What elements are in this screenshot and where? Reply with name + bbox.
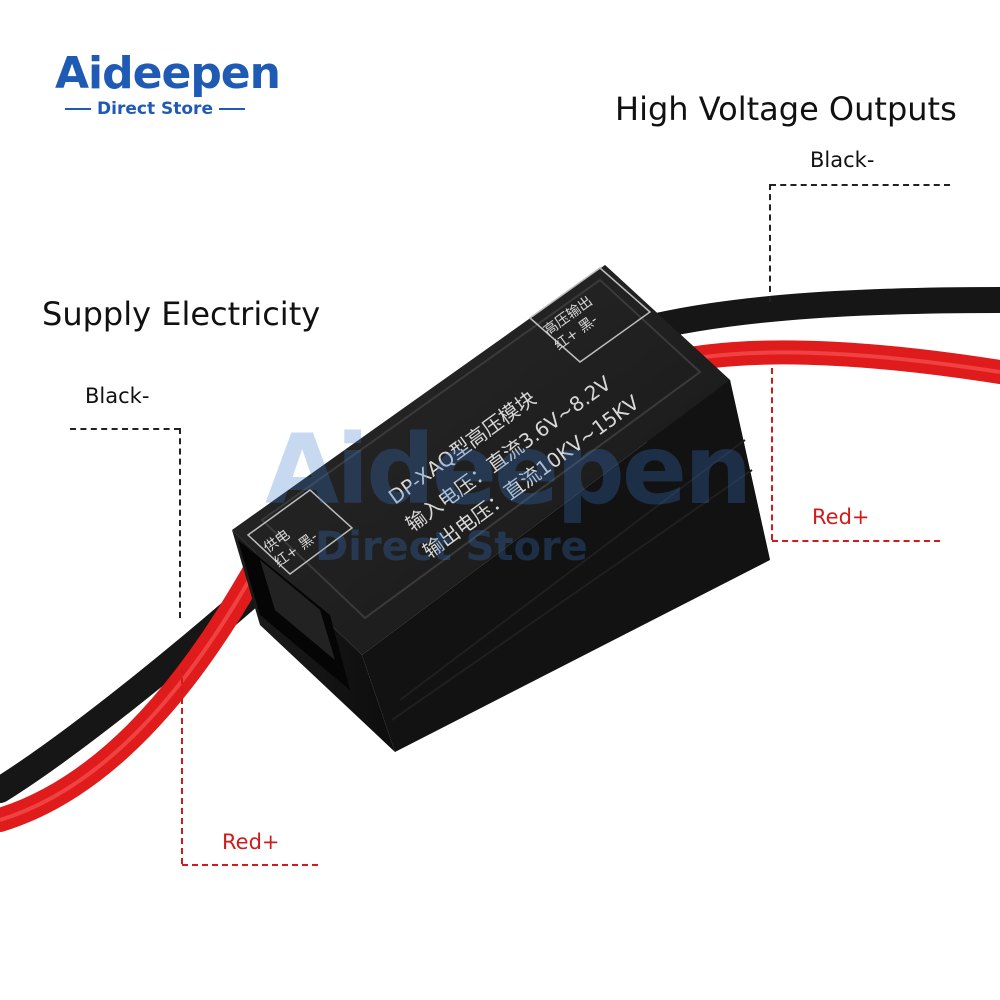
input-black-leader-v bbox=[179, 428, 181, 618]
output-title: High Voltage Outputs bbox=[615, 90, 957, 128]
hv-module-body bbox=[232, 265, 770, 752]
input-red-label: Red+ bbox=[222, 830, 280, 854]
brand-logo: Aideepen Direct Store bbox=[55, 50, 285, 120]
input-red-leader-v bbox=[181, 668, 183, 864]
output-black-wire bbox=[627, 287, 1000, 343]
output-black-leader-h bbox=[770, 184, 950, 186]
output-black-leader-v bbox=[769, 184, 771, 302]
brand-name: Aideepen bbox=[55, 48, 281, 99]
supply-title: Supply Electricity bbox=[42, 295, 321, 333]
input-black-leader-h bbox=[70, 428, 180, 430]
output-red-label: Red+ bbox=[812, 505, 870, 529]
output-black-label: Black- bbox=[810, 148, 875, 172]
brand-subtitle: Direct Store bbox=[55, 100, 255, 118]
input-red-leader-h bbox=[182, 864, 318, 866]
output-red-leader-v bbox=[771, 368, 773, 540]
output-red-leader-h bbox=[772, 540, 940, 542]
input-black-label: Black- bbox=[85, 384, 150, 408]
